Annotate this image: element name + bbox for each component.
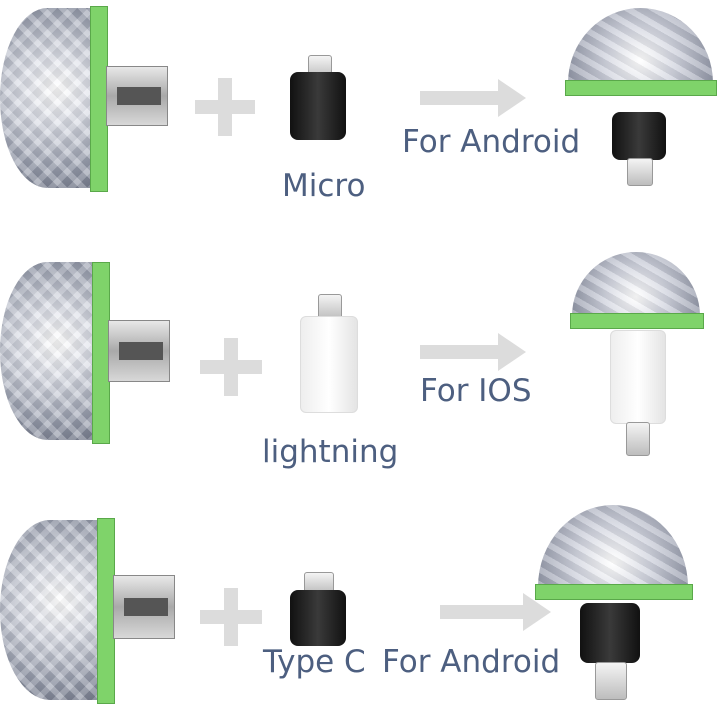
disco-bulb bbox=[0, 520, 100, 700]
usb-plug bbox=[113, 575, 175, 639]
disco-bulb bbox=[0, 8, 95, 188]
adapter-label: Micro bbox=[282, 168, 366, 204]
arrow-icon bbox=[420, 79, 526, 117]
usb-plug bbox=[106, 66, 168, 126]
plus-icon bbox=[218, 78, 232, 136]
adapter-label: Type C bbox=[263, 644, 366, 680]
typec-adapter bbox=[290, 590, 346, 646]
disco-bulb bbox=[0, 262, 95, 440]
disco-bulb-result bbox=[538, 505, 688, 587]
result-label: For Android bbox=[382, 644, 561, 680]
disco-bulb-result bbox=[568, 8, 713, 83]
plus-icon bbox=[224, 588, 238, 646]
arrow-icon bbox=[440, 593, 551, 631]
arrow-icon bbox=[420, 333, 526, 371]
micro-adapter bbox=[290, 72, 346, 140]
bulb-rim bbox=[570, 313, 704, 329]
micro-adapter bbox=[612, 112, 666, 160]
lightning-connector bbox=[626, 422, 650, 456]
lightning-adapter bbox=[300, 316, 358, 413]
usb-plug bbox=[108, 320, 170, 382]
typec-connector bbox=[595, 662, 627, 700]
bulb-rim bbox=[565, 80, 717, 96]
plus-icon bbox=[224, 338, 238, 396]
typec-adapter bbox=[580, 603, 640, 663]
lightning-adapter bbox=[610, 330, 666, 424]
result-label: For IOS bbox=[420, 373, 532, 409]
disco-bulb-result bbox=[572, 252, 700, 316]
bulb-rim bbox=[535, 584, 693, 600]
result-label: For Android bbox=[402, 124, 581, 160]
adapter-label: lightning bbox=[262, 434, 399, 470]
micro-connector bbox=[627, 158, 653, 186]
